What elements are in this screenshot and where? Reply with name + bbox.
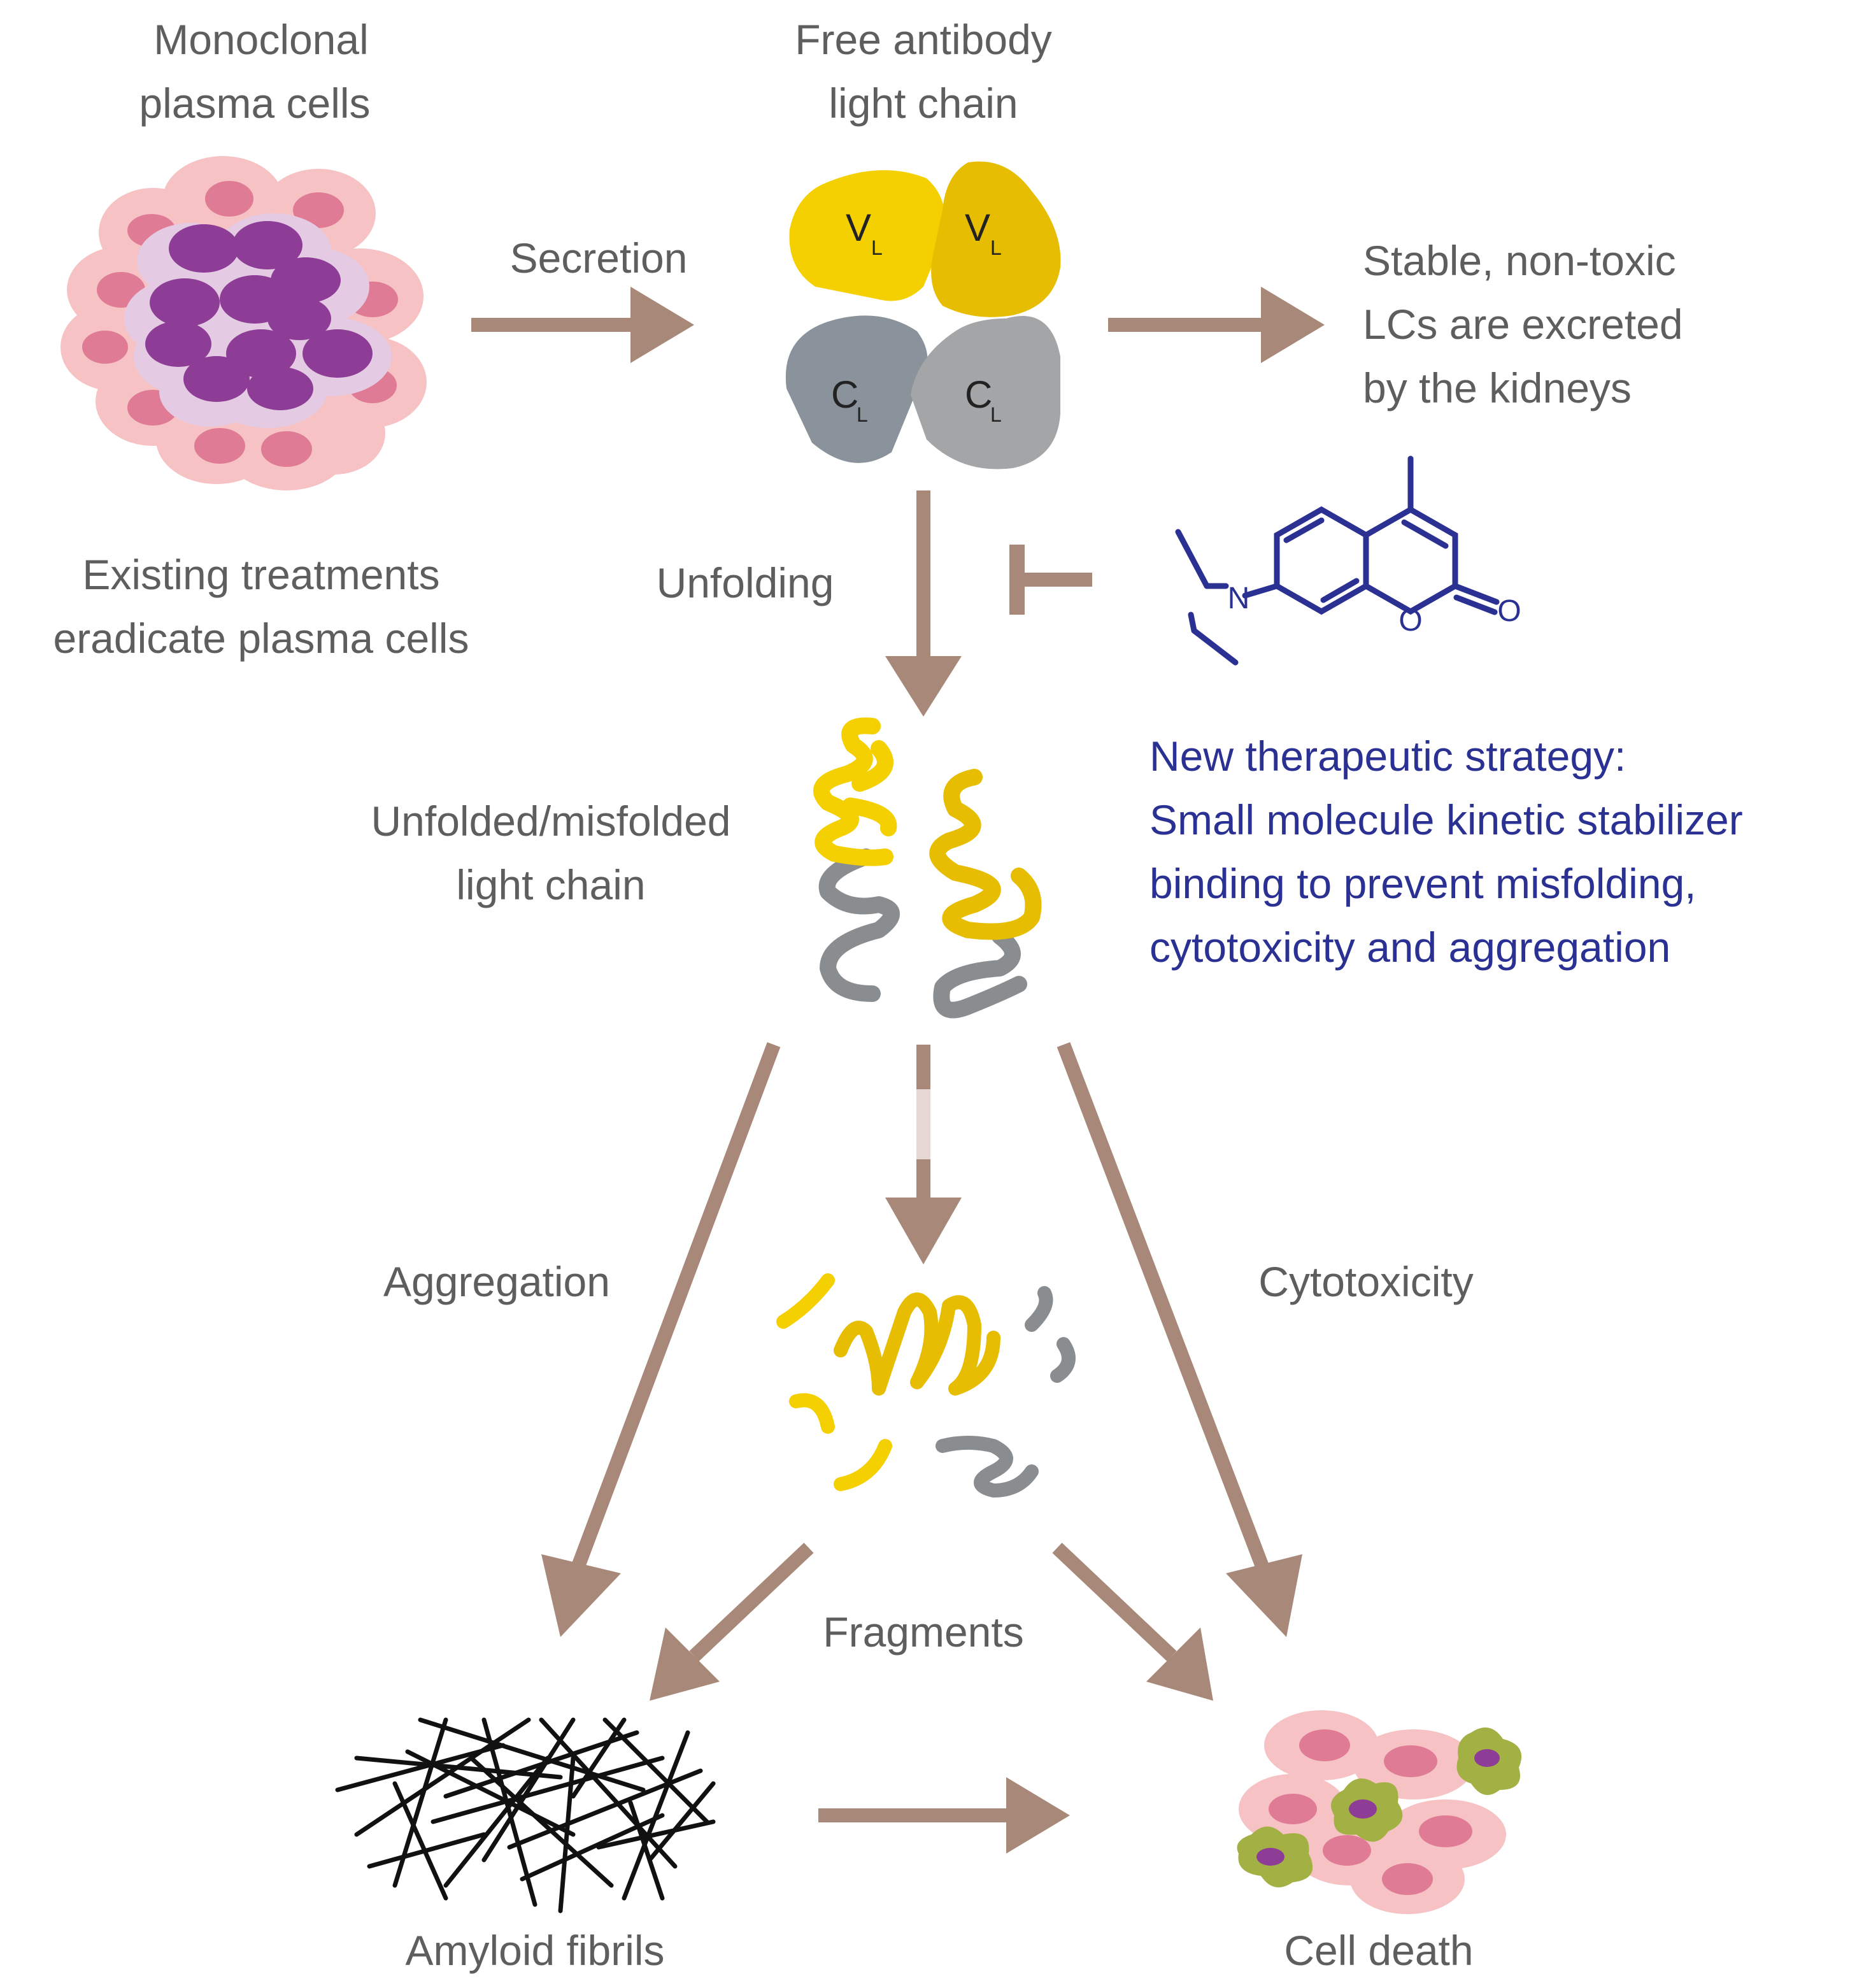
label-existing-line1: Existing treatments: [82, 551, 439, 598]
cl-domain-left: [785, 315, 928, 463]
stabilizer-molecule: [1175, 455, 1500, 666]
arrow-excretion: [1108, 287, 1325, 363]
label-unfolding: Unfolding: [657, 559, 834, 606]
cl-right-subscript: L: [990, 403, 1002, 426]
cl-left-subscript: L: [857, 403, 868, 426]
dying-cells: [1237, 1710, 1522, 1914]
label-excreted-line1: Stable, non-toxic: [1363, 237, 1676, 284]
label-strategy-line1: New therapeutic strategy:: [1149, 733, 1626, 780]
label-free-lc-line2: light chain: [829, 80, 1018, 127]
label-unfolded-line2: light chain: [456, 861, 645, 908]
vl-left-subscript: L: [871, 236, 883, 259]
label-fibrils: Amyloid fibrils: [405, 1927, 664, 1974]
label-cell-death: Cell death: [1284, 1927, 1473, 1974]
arrow-cytotoxicity: [1057, 1042, 1302, 1637]
inhibition-bar: [1009, 545, 1092, 615]
label-existing-line2: eradicate plasma cells: [53, 615, 469, 662]
label-plasma-cells-line2: plasma cells: [139, 80, 370, 127]
vl-domain-left: [789, 170, 945, 301]
label-fragments: Fragments: [823, 1608, 1023, 1655]
vl-right-subscript: L: [990, 236, 1002, 259]
label-excreted-line2: LCs are excreted: [1363, 301, 1683, 348]
label-strategy-line2: Small molecule kinetic stabilizer: [1149, 796, 1743, 843]
atom-nitrogen: N: [1228, 582, 1250, 615]
arrow-secretion: [471, 287, 694, 363]
unfolded-light-chain: [813, 717, 1042, 1019]
label-strategy-line4: cytotoxicity and aggregation: [1149, 924, 1670, 971]
label-plasma-cells-line1: Monoclonal: [153, 16, 369, 63]
arrow-fibrils-to-celldeath: [818, 1777, 1070, 1854]
arrow-fragments-to-celldeath: [1052, 1543, 1213, 1701]
arrow-proteolysis: [885, 1045, 962, 1264]
label-unfolded-line1: Unfolded/misfolded: [371, 797, 731, 845]
label-secretion: Secretion: [510, 234, 688, 282]
label-strategy-line3: binding to prevent misfolding,: [1149, 860, 1697, 907]
cl-right-label: C: [965, 373, 992, 416]
label-excreted-line3: by the kidneys: [1363, 364, 1632, 411]
free-light-chain-dimer: [785, 161, 1061, 469]
arrow-unfolding: [885, 490, 962, 717]
amyloid-fibrils: [335, 1717, 716, 1913]
arrow-fragments-to-fibrils: [650, 1543, 814, 1701]
vl-right-label: V: [965, 206, 990, 249]
light-chain-fragments: [776, 1273, 1076, 1498]
cl-domain-right: [911, 316, 1060, 469]
atom-oxygen-carbonyl: O: [1497, 594, 1521, 628]
vl-domain-right: [931, 161, 1061, 317]
label-cytotoxicity: Cytotoxicity: [1258, 1258, 1473, 1305]
plasma-cell-cluster: [60, 156, 427, 490]
arrow-aggregation: [541, 1042, 781, 1637]
atom-oxygen-ring: O: [1398, 604, 1422, 638]
label-aggregation: Aggregation: [383, 1258, 610, 1305]
cl-left-label: C: [831, 373, 858, 416]
vl-left-label: V: [846, 206, 871, 249]
label-free-lc-line1: Free antibody: [795, 16, 1052, 63]
